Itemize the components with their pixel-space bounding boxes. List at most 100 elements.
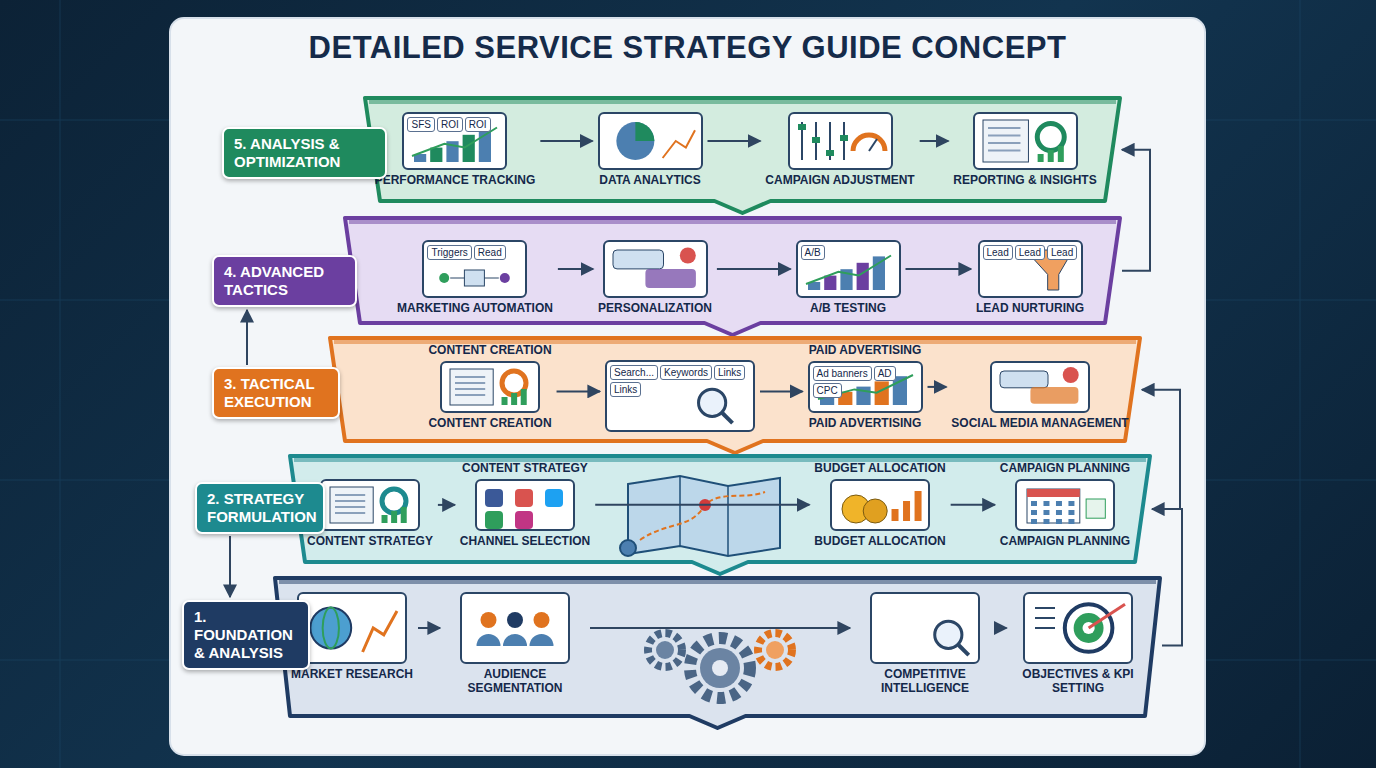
icon-shape [1063,367,1079,383]
icon-shape [988,150,1020,152]
step-icon [440,361,540,413]
icon-shape [323,608,339,649]
icon-art [600,114,701,168]
step-icon [788,112,893,170]
step-heading: CONTENT CREATION [428,344,551,358]
icon-texts: Ad bannersADCPC [813,366,918,398]
step-icon: Search...KeywordsLinksLinks [605,360,755,432]
gears-illustration [648,633,792,698]
layer-band-shape [275,578,1160,728]
step-icon [870,592,980,664]
icon-shape [1027,489,1080,523]
icon-shape [1056,519,1062,524]
icon-shape [455,376,485,378]
icon-shape [1031,510,1037,515]
icon-shape [515,511,533,529]
icon-shape [1086,499,1105,518]
flow-arrow [928,386,947,388]
icon-shape [485,278,499,279]
step-icon [990,361,1090,413]
step-item: BUDGET ALLOCATIONBUDGET ALLOCATION [814,462,945,549]
layer-tag: 4. ADVANCED TACTICS [212,255,357,307]
flow-arrow [717,268,791,270]
icon-shape [1030,387,1078,404]
icon-shape [1043,519,1049,524]
icon-label: Links [610,382,641,397]
step-icon [598,112,703,170]
icon-label: AD [874,366,896,381]
icon-shape [1031,519,1037,524]
flow-arrow [418,627,440,629]
step-item: CONTENT CREATIONCONTENT CREATION [428,344,551,431]
icon-art [299,594,405,662]
step-icon [320,479,420,531]
layer-band: 3. TACTICAL EXECUTIONCONTENT CREATIONCON… [330,338,1140,453]
icon-shape [440,273,450,283]
icon-shape [1035,627,1055,629]
gear [690,638,750,698]
flow-arrow [438,504,455,506]
icon-art [975,114,1076,168]
icon-label: Triggers [427,245,471,260]
layer-title: 2. STRATEGY FORMULATION [207,490,313,526]
flow-arrow [1152,509,1182,645]
step-caption: CAMPAIGN ADJUSTMENT [765,174,914,188]
step-caption: BUDGET ALLOCATION [814,535,945,549]
icon-shape [1068,501,1074,506]
step-caption: A/B TESTING [810,302,886,316]
step-item: Search...KeywordsLinksLinks [605,360,755,432]
layer-tag: 1. FOUNDATION & ANALYSIS [182,600,310,670]
icon-shape [1035,617,1055,619]
svg-part [1205,300,1376,301]
icon-shape [500,273,510,283]
icon-label: Keywords [660,365,712,380]
step-icon: TriggersRead [422,240,527,298]
layer-band: 2. STRATEGY FORMULATIONCONTENT STRATEGYC… [290,456,1150,574]
step-icon [1015,479,1115,531]
step-caption: COMPETITIVE INTELLIGENCE [855,668,995,696]
icon-art [832,481,928,529]
icon-shape [1089,604,1125,628]
icon-shape [853,135,885,151]
icon-shape [1031,501,1037,506]
icon-shape [988,142,1020,144]
icon-art [477,481,573,529]
layer-tag: 5. ANALYSIS & OPTIMIZATION [222,127,387,179]
layer-title: 1. FOUNDATION & ANALYSIS [194,608,298,662]
icon-shape [613,250,664,269]
icon-shape [1043,501,1049,506]
layer-title: 3. TACTICAL EXECUTION [224,375,328,411]
step-icon: Ad bannersADCPC [808,361,923,413]
icon-shape [401,507,407,523]
svg-part [1205,660,1376,661]
icon-label: A/B [801,245,825,260]
layer-band-shape [330,338,1140,453]
step-caption: LEAD NURTURING [976,302,1084,316]
main-panel [170,18,1205,755]
step-item: CONTENT STRATEGYCHANNEL SELECTION [460,462,590,549]
layer-band: 1. FOUNDATION & ANALYSISMARKET RESEARCHA… [275,578,1160,728]
icon-label: CPC [813,383,842,398]
layer-band: 4. ADVANCED TACTICSTriggersReadMARKETING… [345,218,1120,335]
icon-shape [863,499,887,523]
step-caption: PERSONALIZATION [598,302,712,316]
icon-shape [1043,510,1049,515]
gear [656,641,674,659]
icon-shape [1056,501,1062,506]
icon-shape [507,612,523,628]
icon-shape [1035,607,1055,609]
icon-texts: A/B [801,245,896,260]
icon-shape [983,120,1028,162]
icon-shape [988,127,1020,129]
icon-shape [1056,510,1062,515]
step-item: REPORTING & INSIGHTS [953,112,1096,188]
icon-shape [840,135,848,141]
icon-shape [826,150,834,156]
icon-shape [1037,154,1043,162]
icon-shape [335,500,365,502]
step-item: TriggersReadMARKETING AUTOMATION [397,240,553,316]
icon-shape [616,122,654,160]
icon-shape [455,394,485,396]
